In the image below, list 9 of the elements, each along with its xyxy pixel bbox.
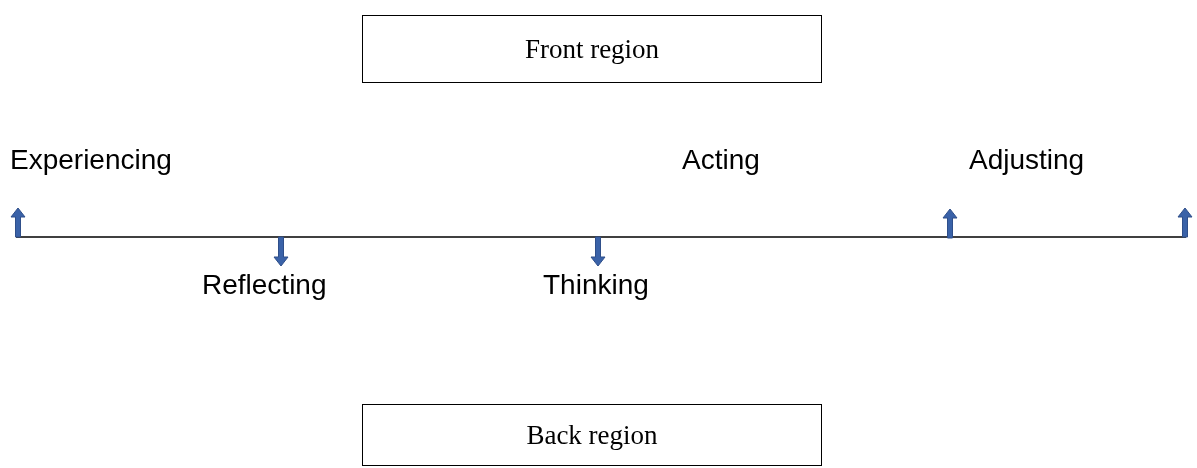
- stage-label: Experiencing: [10, 144, 172, 176]
- region-label: Front region: [524, 33, 660, 65]
- stage-label: Acting: [682, 144, 760, 176]
- region-box: [362, 404, 822, 466]
- stage-label: Adjusting: [969, 144, 1085, 176]
- region-box: [362, 15, 822, 83]
- stage-label: Thinking: [543, 269, 649, 301]
- region-label: Back region: [526, 419, 658, 451]
- stage-label: Reflecting: [202, 269, 327, 301]
